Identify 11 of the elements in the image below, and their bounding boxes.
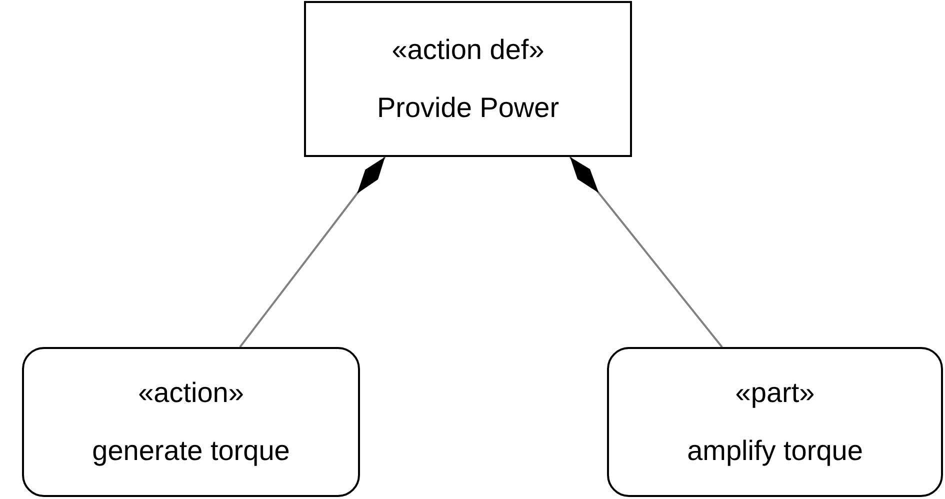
element-name: amplify torque bbox=[687, 435, 863, 467]
element-name: Provide Power bbox=[376, 92, 560, 124]
stereotype-label: «action» bbox=[138, 377, 244, 409]
composition-line bbox=[239, 156, 386, 348]
element-name: generate torque bbox=[92, 435, 290, 467]
action-box bbox=[607, 347, 943, 497]
action-box bbox=[22, 347, 360, 497]
composition-line bbox=[569, 156, 723, 348]
stereotype-label: «part» bbox=[735, 377, 815, 409]
definition-box bbox=[304, 1, 632, 157]
stereotype-label: «action def» bbox=[392, 34, 544, 66]
